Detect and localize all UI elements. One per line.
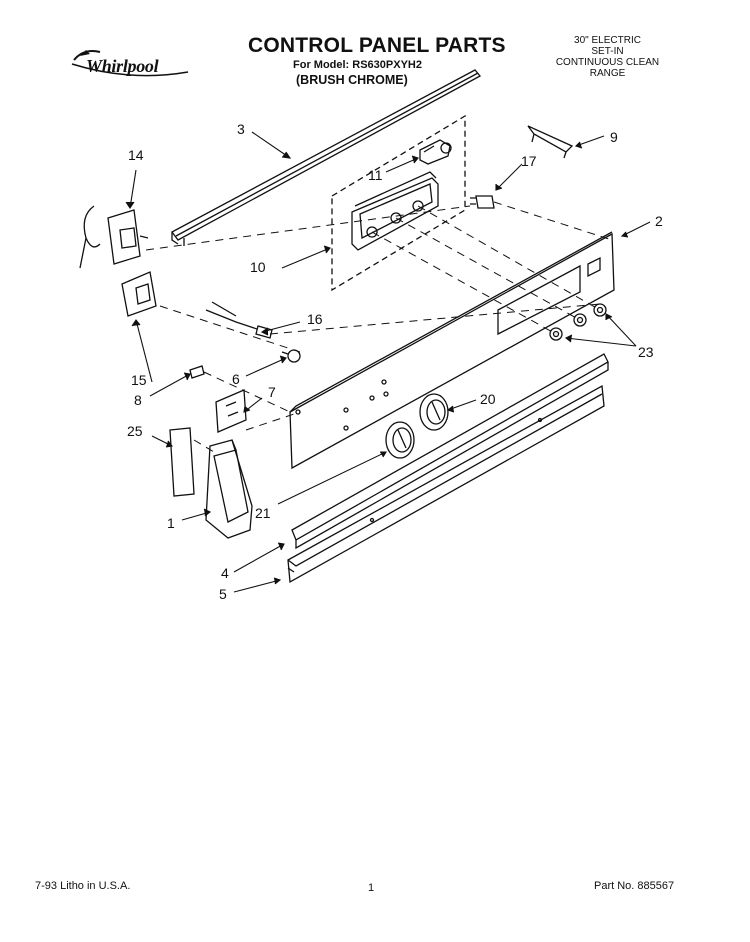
callout-20: 20	[480, 391, 496, 407]
range-type-line: CONTINUOUS CLEAN	[555, 57, 660, 68]
range-type-line: 30" ELECTRIC	[574, 35, 641, 46]
range-type-line: RANGE	[589, 68, 626, 79]
callout-9: 9	[610, 129, 618, 145]
callout-2: 2	[655, 213, 663, 229]
callout-21: 21	[255, 505, 271, 521]
part-10-switch-assembly	[331, 114, 466, 292]
range-type-line: SET-IN	[591, 46, 624, 57]
range-type: 30" ELECTRIC SET-IN CONTINUOUS CLEAN RAN…	[550, 35, 665, 79]
callout-15: 15	[131, 372, 147, 388]
leader-lines	[125, 131, 651, 593]
part-20-knob	[419, 393, 449, 431]
part-15-block	[121, 271, 157, 317]
callout-4: 4	[221, 565, 229, 581]
callout-7: 7	[268, 384, 276, 400]
part-4-trim-channel	[291, 353, 609, 550]
whirlpool-logo	[70, 42, 190, 82]
part-14-timer	[79, 205, 149, 269]
part-21-knob	[385, 421, 415, 459]
callout-1: 1	[167, 515, 175, 531]
callout-23: 23	[638, 344, 654, 360]
part-10-housing	[351, 171, 439, 251]
part-11-switch	[419, 139, 452, 165]
part-5-trim-channel	[287, 384, 605, 584]
callout-11: 11	[368, 167, 383, 183]
litho-date: 7-93 Litho in U.S.A.	[35, 880, 131, 892]
part-1-end-cap	[205, 439, 253, 539]
part-9-bracket	[527, 125, 574, 159]
page-title: CONTROL PANEL PARTS	[248, 34, 506, 57]
assembly-lines	[145, 201, 613, 453]
part-25-insulation	[169, 427, 195, 497]
brand-name: Whirlpool	[86, 56, 159, 76]
part-2-control-panel	[289, 231, 615, 470]
part-8-clip	[189, 365, 205, 379]
callout-5: 5	[219, 586, 227, 602]
callout-3: 3	[237, 121, 245, 137]
callout-25: 25	[127, 423, 143, 439]
page-number: 1	[368, 882, 375, 894]
callout-16: 16	[307, 311, 323, 327]
callout-14: 14	[128, 147, 144, 163]
part-3-trim-strip	[171, 69, 482, 246]
part-17-connector	[470, 195, 495, 209]
callout-17: 17	[521, 153, 537, 169]
part-7-bracket	[215, 389, 247, 433]
callout-6: 6	[232, 371, 240, 387]
callout-10: 10	[250, 259, 266, 275]
model-line: For Model: RS630PXYH2	[293, 59, 422, 71]
part-number: Part No. 885567	[594, 880, 675, 892]
callout-8: 8	[134, 392, 142, 408]
finish-label: (BRUSH CHROME)	[296, 73, 408, 87]
